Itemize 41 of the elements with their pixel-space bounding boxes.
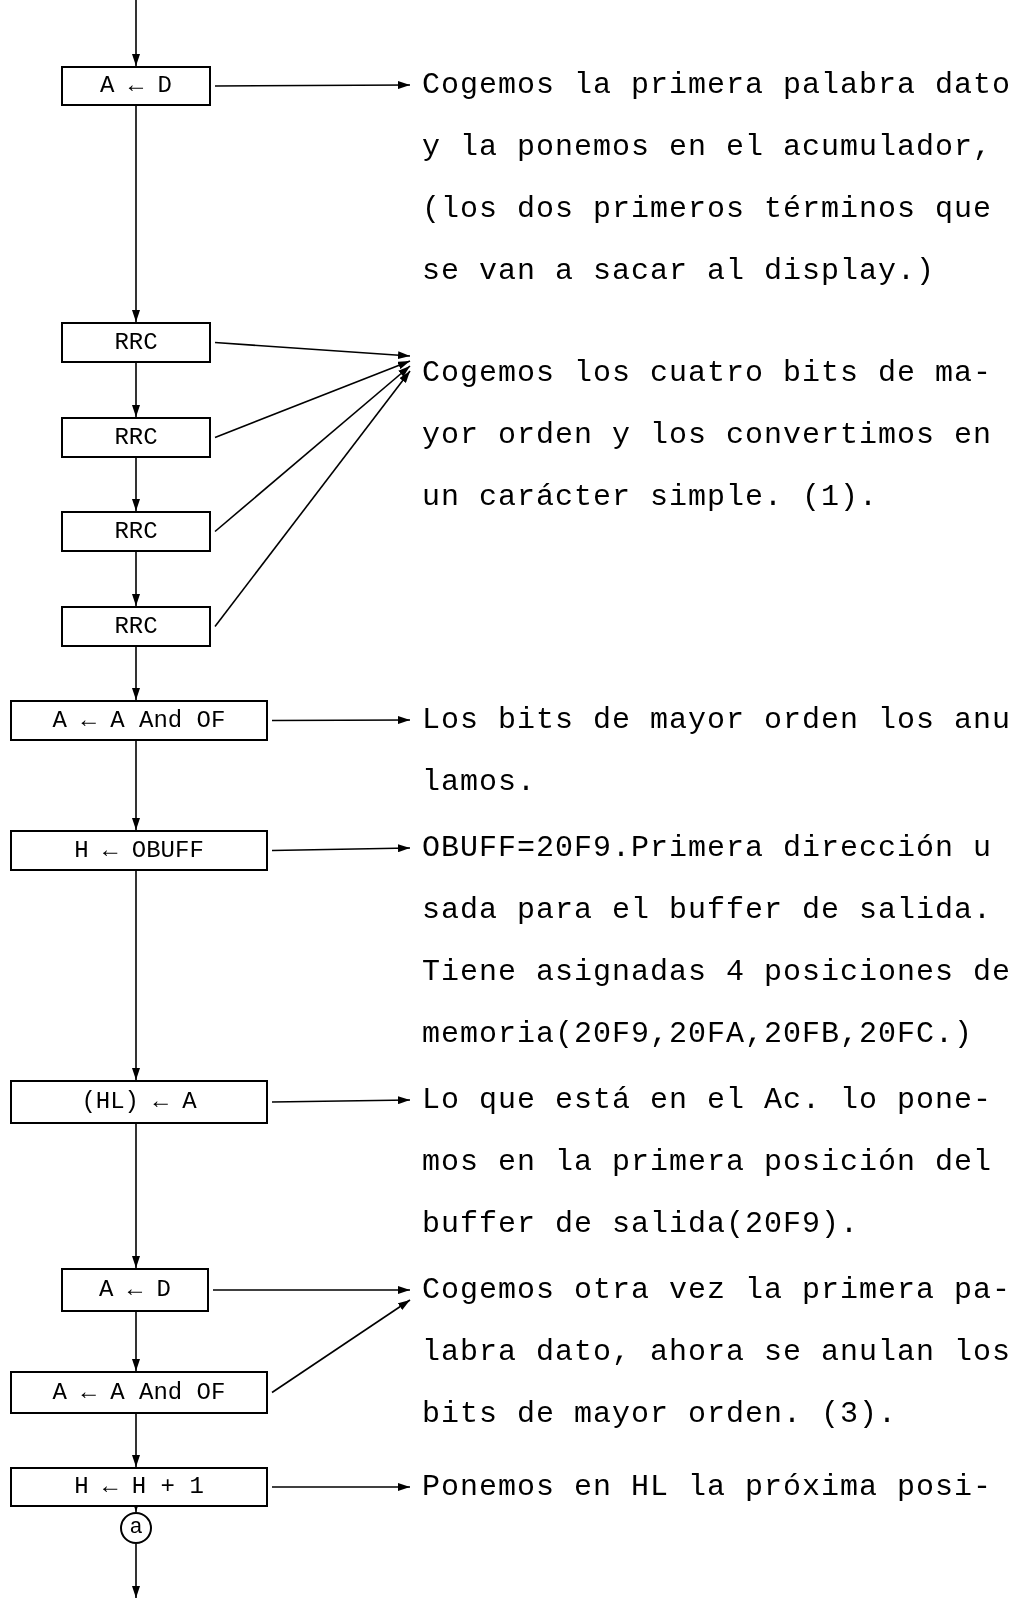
arrow — [271, 844, 411, 853]
arrow — [132, 1413, 140, 1468]
arrow — [132, 740, 140, 831]
arrow — [132, 1311, 140, 1372]
arrow — [271, 716, 411, 725]
process-box: H ← H + 1 — [10, 1467, 268, 1507]
arrow — [132, 457, 140, 512]
process-box: RRC — [61, 511, 211, 552]
arrow — [271, 1096, 411, 1105]
annotation-text: Los bits de mayor orden los anu lamos. — [410, 689, 1022, 813]
arrow — [214, 365, 411, 533]
process-box: H ← OBUFF — [10, 830, 268, 871]
process-box: RRC — [61, 322, 211, 363]
arrow — [132, 551, 140, 607]
arrow — [214, 341, 411, 360]
annotation-text: Ponemos en HL la próxima posi- — [410, 1456, 1022, 1518]
process-box: RRC — [61, 417, 211, 458]
process-box: A ← A And OF — [10, 700, 268, 741]
arrow — [132, 870, 140, 1081]
annotation-text: Cogemos otra vez la primera pa- labra dato, ahora se anulan los bits de mayor orden. (3). — [410, 1259, 1022, 1445]
process-box: A ← A And OF — [10, 1371, 268, 1414]
arrow — [271, 1483, 411, 1491]
arrow — [132, 362, 140, 418]
arrow — [132, 105, 140, 323]
arrow — [271, 1299, 411, 1394]
arrow — [214, 81, 411, 90]
process-box: A ← D — [61, 66, 211, 106]
arrow — [132, 646, 140, 701]
annotation-text: Cogemos la primera palabra dato y la ponemos en el acumulador, (los dos primeros términos que se van a sacar al display.) — [410, 54, 1022, 302]
annotation-text: Cogemos los cuatro bits de ma- yor orden y los convertimos en un carácter simple. (1). — [410, 342, 1022, 528]
arrow — [132, 0, 140, 67]
arrow — [132, 1123, 140, 1269]
annotation-text: Lo que está en el Ac. lo pone- mos en la primera posición del buffer de salida(20F9). — [410, 1069, 1022, 1255]
process-box: (HL) ← A — [10, 1080, 268, 1124]
process-box: A ← D — [61, 1268, 209, 1312]
arrow — [132, 1543, 140, 1599]
arrow — [214, 360, 411, 439]
annotation-text: OBUFF=20F9.Primera dirección u sada para el buffer de salida. Tiene asignadas 4 posiciones de memoria(20F9,20FA,20FB,20FC.) — [410, 817, 1022, 1065]
process-box: RRC — [61, 606, 211, 647]
arrow — [214, 370, 411, 628]
arrow — [212, 1286, 411, 1294]
